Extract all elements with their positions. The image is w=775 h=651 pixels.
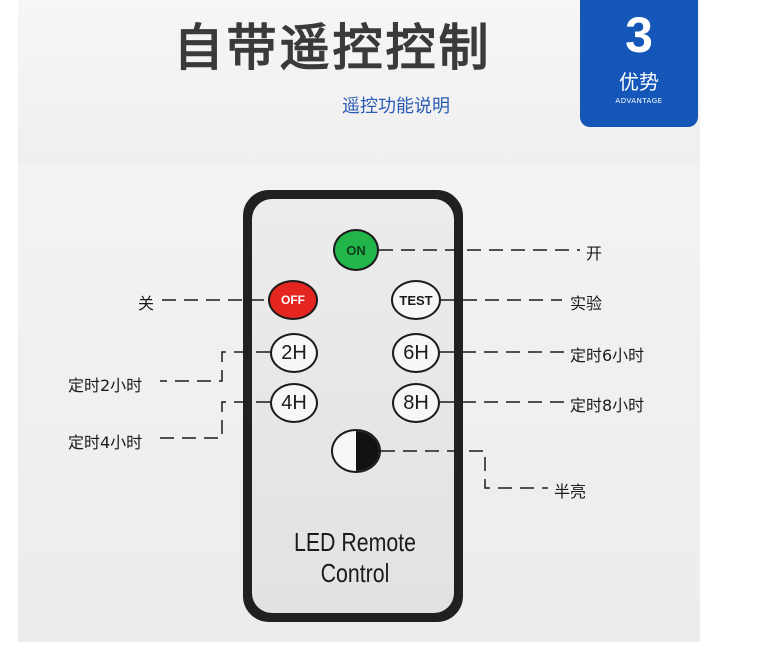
badge-number: 3 [625, 7, 653, 63]
callout-label-8h: 定时8小时 [570, 396, 645, 415]
off-button[interactable]: OFF [268, 280, 318, 320]
page-title-text: 自带遥控控制 [173, 19, 492, 77]
timer-8h-button[interactable]: 8H [392, 383, 440, 423]
remote-brand-label: LED Remote Control [293, 527, 417, 588]
callout-label-2h: 定时2小时 [68, 376, 143, 395]
page-title: 自带遥控控制 [0, 8, 775, 80]
half-moon-icon [356, 431, 379, 471]
callout-label-on: 开 [586, 244, 603, 263]
badge-english: ADVANTAGE [615, 97, 663, 105]
timer-4h-button[interactable]: 4H [270, 383, 318, 423]
page-subtitle: 遥控功能说明 [342, 96, 450, 117]
callout-label-test: 实验 [570, 294, 603, 313]
callout-line-2h [160, 351, 270, 382]
timer-6h-button[interactable]: 6H [392, 333, 440, 373]
on-button[interactable]: ON [333, 229, 379, 271]
half-brightness-button[interactable] [331, 429, 381, 473]
timer-2h-button[interactable]: 2H [270, 333, 318, 373]
test-button[interactable]: TEST [391, 280, 441, 320]
callout-label-4h: 定时4小时 [68, 433, 143, 452]
callout-label-dim: 半亮 [554, 482, 587, 501]
callout-line-dim [381, 450, 548, 489]
badge-word: 优势 [619, 70, 659, 94]
callout-label-off: 关 [138, 294, 155, 313]
advantage-badge: 3 优势 ADVANTAGE [580, 0, 698, 127]
callout-line-4h [160, 401, 270, 439]
callout-label-6h: 定时6小时 [570, 346, 645, 365]
